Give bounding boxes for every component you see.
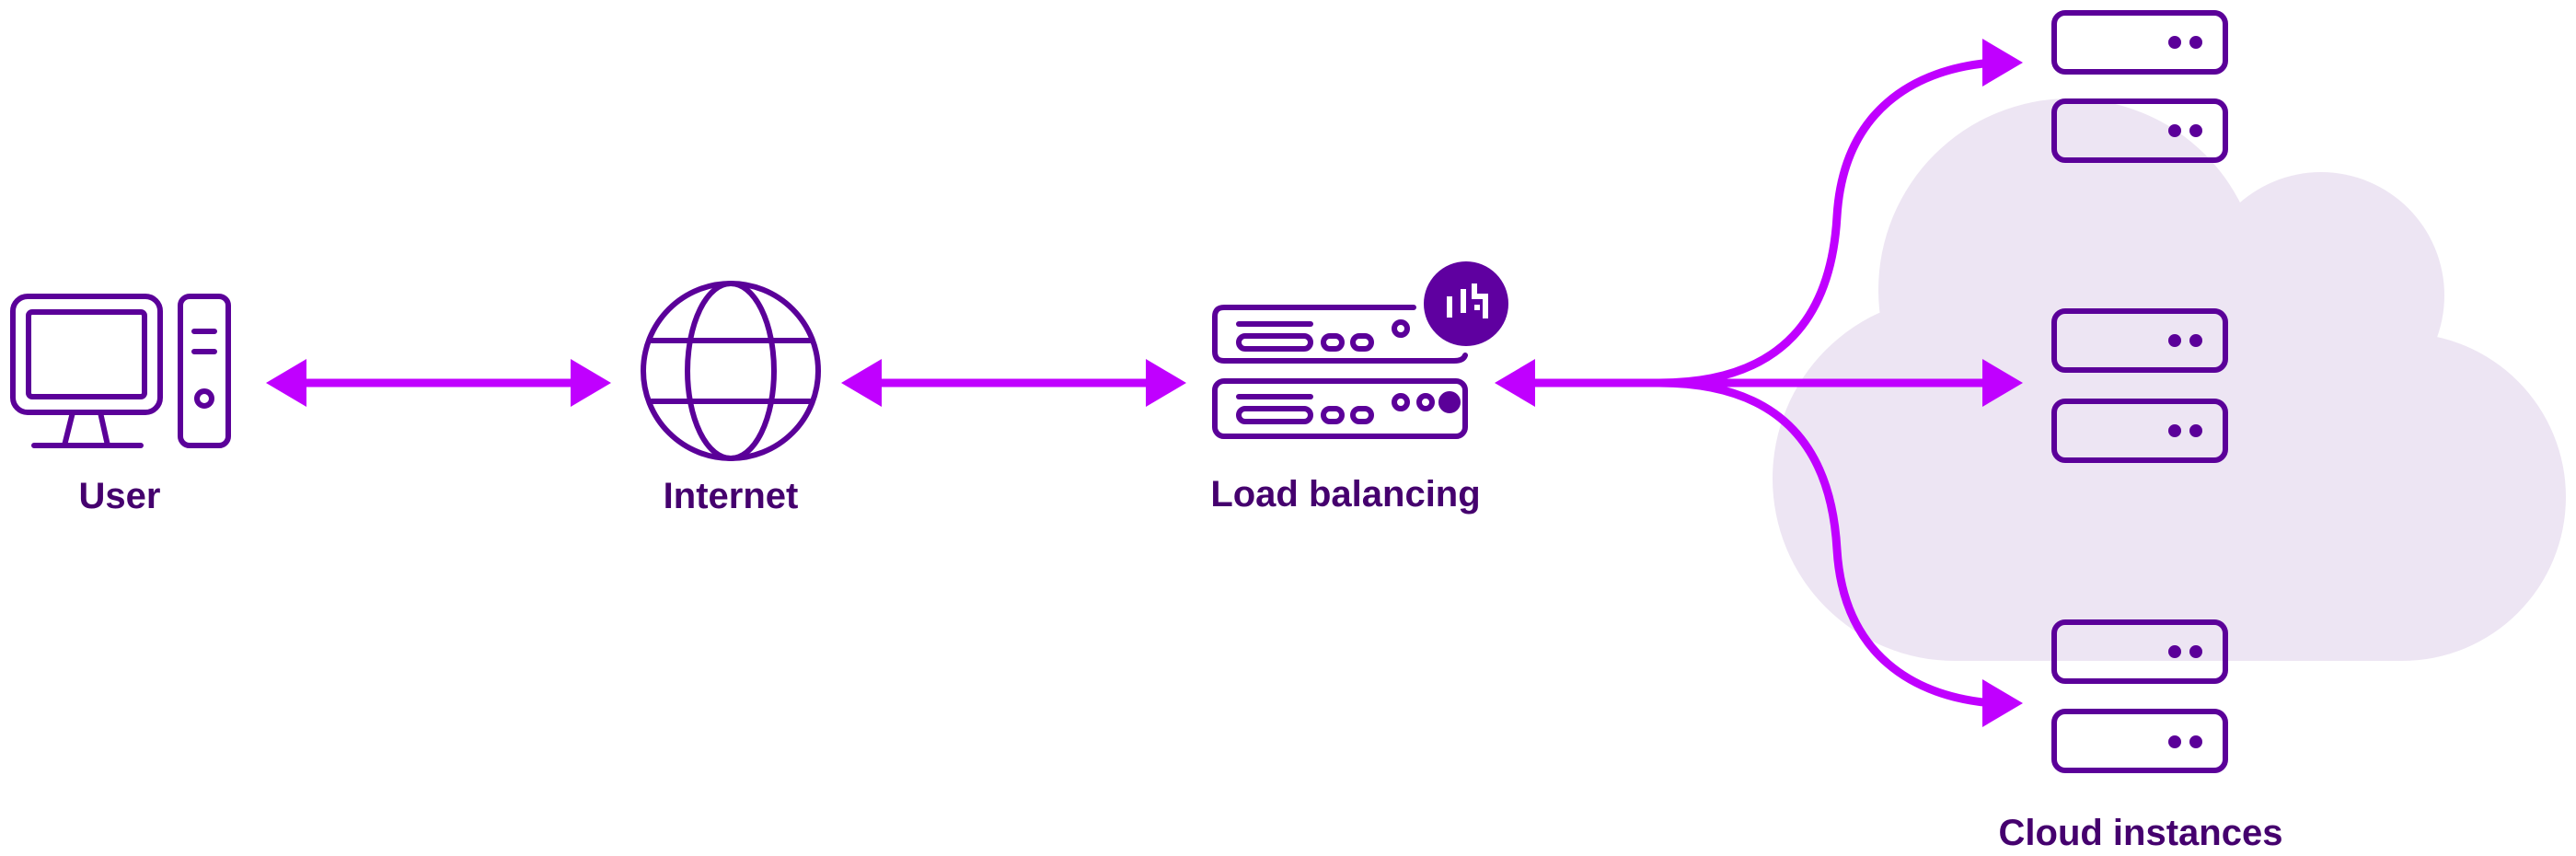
user-label: User — [79, 476, 161, 516]
cloud-instances-label: Cloud instances — [1999, 813, 2283, 853]
fan-out-arrows — [1495, 39, 2023, 727]
desktop-computer-icon — [10, 294, 231, 448]
server-stack-icon — [1212, 305, 1468, 439]
bidirectional-arrow — [266, 359, 611, 407]
internet-label: Internet — [664, 476, 799, 516]
server-icon — [2051, 308, 2228, 373]
cloud-instances — [2051, 10, 2228, 773]
server-icon — [2051, 10, 2228, 75]
bidirectional-arrow — [841, 359, 1186, 407]
globe-icon — [641, 281, 821, 461]
server-icon — [2051, 98, 2228, 163]
load-balancing-label: Load balancing — [1210, 474, 1480, 515]
server-icon — [2051, 709, 2228, 773]
balance-bars-icon — [1424, 261, 1508, 346]
server-icon — [2051, 619, 2228, 684]
server-icon — [2051, 399, 2228, 463]
